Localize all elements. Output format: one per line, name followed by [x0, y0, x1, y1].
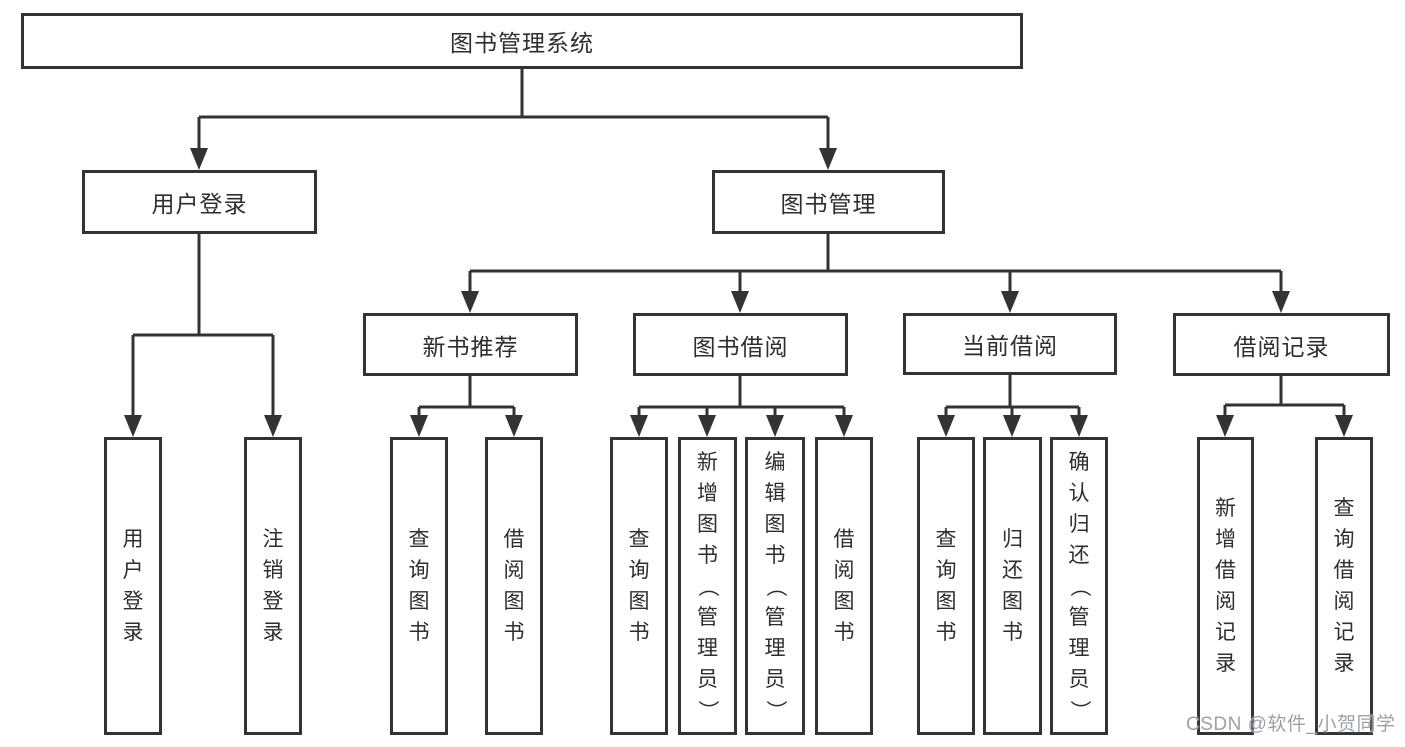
leaf-add-book: 新增图书（管理员）: [678, 437, 737, 735]
leaf-logout: 注销登录: [244, 437, 302, 735]
leaf-user-login: 用户登录: [104, 437, 162, 735]
csdn-watermark: CSDN @软件_小贺同学: [1186, 714, 1396, 735]
node-user-login-label: 用户登录: [151, 191, 248, 217]
node-current-borrow-label: 当前借阅: [962, 333, 1058, 359]
node-current-borrow: 当前借阅: [903, 313, 1117, 375]
leaf-borrow-book-1: 借阅图书: [485, 437, 543, 735]
node-root: 图书管理系统: [21, 13, 1023, 69]
leaf-query-book-2: 查询图书: [610, 437, 668, 735]
leaf-confirm-return: 确认归还（管理员）: [1050, 437, 1108, 735]
node-new-book-recommend-label: 新书推荐: [422, 333, 519, 360]
node-borrow-record: 借阅记录: [1173, 313, 1390, 376]
node-book-management: 图书管理: [712, 170, 945, 234]
node-borrow-record-label: 借阅记录: [1233, 333, 1330, 360]
leaf-query-record: 查询借阅记录: [1315, 437, 1373, 735]
leaf-edit-book: 编辑图书（管理员）: [745, 437, 805, 735]
node-user-login: 用户登录: [82, 170, 317, 234]
leaf-return-book: 归还图书: [983, 437, 1042, 735]
leaf-borrow-book-2: 借阅图书: [815, 437, 873, 735]
leaf-query-book-3: 查询图书: [917, 437, 975, 735]
node-book-borrow: 图书借阅: [633, 313, 848, 376]
leaf-query-book-1: 查询图书: [390, 437, 448, 735]
node-book-management-label: 图书管理: [780, 191, 877, 217]
node-root-label: 图书管理系统: [450, 30, 594, 56]
leaf-add-record: 新增借阅记录: [1197, 437, 1254, 735]
node-new-book-recommend: 新书推荐: [363, 313, 578, 376]
node-book-borrow-label: 图书借阅: [692, 333, 789, 360]
